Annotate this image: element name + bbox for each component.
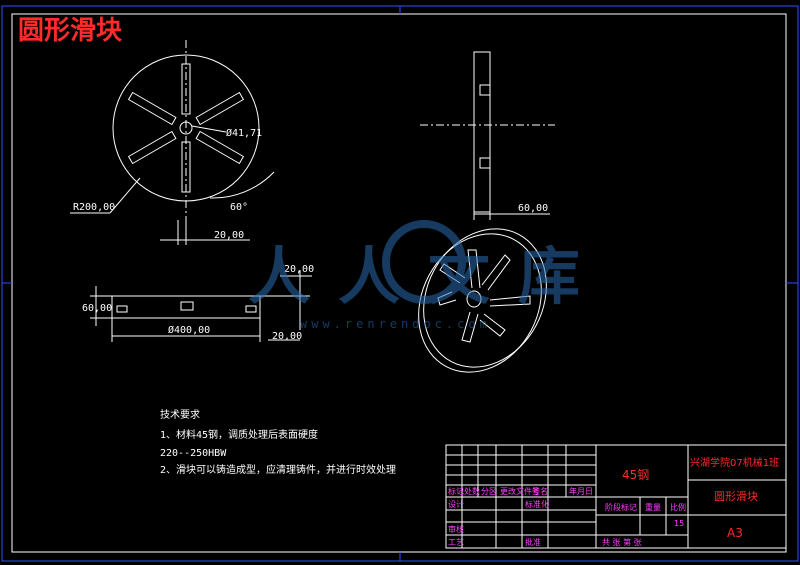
watermark: 人人文库 www.renrendoc.com: [248, 220, 608, 331]
dim-front-radius: R200,00: [73, 202, 115, 213]
tb-row-design: 设计: [448, 499, 464, 509]
front-view: [70, 40, 275, 245]
dim-section-diameter: Ø400,00: [168, 324, 210, 336]
dim-front-angle: 60°: [230, 202, 248, 213]
title-block: [445, 444, 787, 549]
isometric-view: [418, 228, 547, 373]
radial-slot: [181, 63, 191, 115]
tech-notes: 技术要求 1、材料45钢，调质处理后表面硬度 220--250HBW 2、滑块可…: [160, 408, 396, 476]
radial-slot: [195, 130, 245, 165]
tb-scale-value: 15: [674, 519, 684, 528]
tb-part-name: 圆形滑块: [714, 490, 758, 503]
radial-slot: [127, 130, 177, 165]
tech-notes-line3: 2、滑块可以铸造成型，应清理铸件，并进行时效处理: [160, 463, 396, 476]
tb-col-3: 更改文件号: [500, 486, 540, 496]
tech-notes-line1: 1、材料45钢，调质处理后表面硬度: [160, 428, 318, 441]
tb-paper-size: A3: [727, 526, 743, 540]
tb-col-4: 签名: [532, 486, 548, 496]
dim-section-top: 20,00: [284, 264, 314, 275]
dim-front-slot-width: 20,00: [214, 230, 244, 241]
tb-row-review: 审核: [448, 524, 464, 534]
tb-scale: 比例: [670, 502, 686, 512]
tb-row-design-extra: 标准化: [525, 499, 549, 509]
section-view: [90, 270, 312, 342]
tb-sheet: 共 张 第 张: [602, 537, 642, 547]
tech-notes-line2: 220--250HBW: [160, 448, 227, 459]
radial-slot: [181, 141, 191, 193]
tb-school: 兴湖学院07机械1班: [690, 456, 779, 469]
dim-front-diameter: Ø41,71: [226, 127, 262, 139]
tb-col-0: 标记: [448, 486, 464, 496]
radial-slot: [195, 91, 245, 126]
tb-col-1: 处数: [464, 486, 480, 496]
page-title: 圆形滑块: [18, 16, 122, 46]
dim-side-width: 60,00: [518, 203, 548, 214]
tb-col-2: 分区: [481, 487, 497, 496]
watermark-text: 人人文库: [248, 240, 608, 313]
side-view: [420, 51, 555, 220]
tb-row-process: 工艺: [448, 538, 464, 547]
tb-stage: 阶段标记: [605, 502, 637, 512]
watermark-url: www.renrendoc.com: [300, 317, 491, 331]
tb-material: 45钢: [622, 468, 649, 482]
dim-section-bottom: 20,00: [272, 331, 302, 342]
tb-row-approve: 批准: [525, 537, 541, 547]
tech-notes-heading: 技术要求: [160, 408, 200, 421]
radial-slot: [127, 91, 177, 126]
dim-section-height: 60,00: [82, 303, 112, 314]
tb-weight: 重量: [645, 502, 661, 512]
tb-col-5: 年月日: [569, 486, 593, 496]
